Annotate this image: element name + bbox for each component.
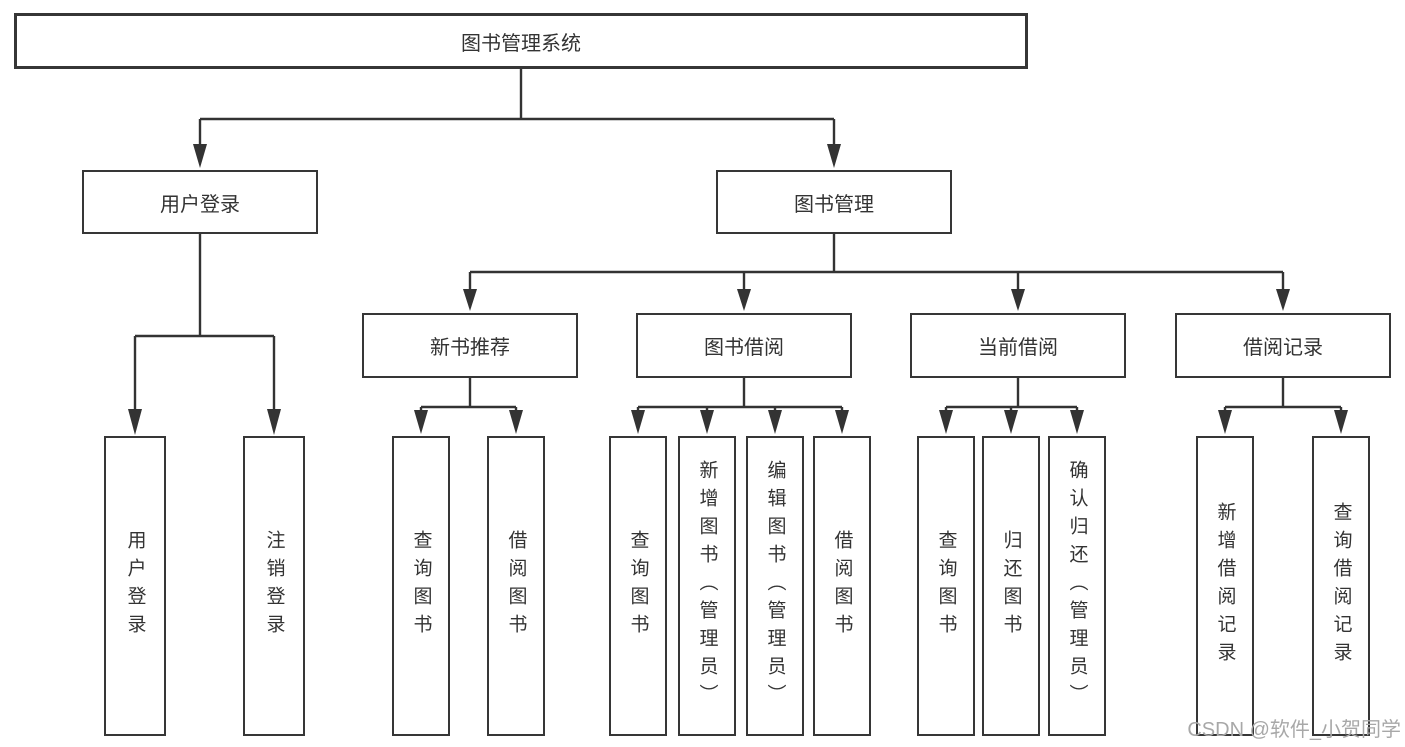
node-leaf-add-borrow-record: 新增借阅记录 bbox=[1196, 436, 1254, 736]
node-label: 查询图书 bbox=[627, 530, 649, 642]
node-label: 借阅记录 bbox=[1243, 337, 1323, 359]
node-leaf-confirm-return-admin: 确认归还（管理员） bbox=[1048, 436, 1106, 736]
node-label: 确认归还（管理员） bbox=[1066, 460, 1088, 712]
node-current-borrowing: 当前借阅 bbox=[910, 313, 1126, 378]
node-label: 新书推荐 bbox=[430, 337, 510, 359]
node-library-system: 图书管理系统 bbox=[14, 13, 1028, 69]
node-leaf-query-books-2: 查询图书 bbox=[609, 436, 667, 736]
node-leaf-user-login: 用户登录 bbox=[104, 436, 166, 736]
node-leaf-edit-books-admin: 编辑图书（管理员） bbox=[746, 436, 804, 736]
node-label: 查询图书 bbox=[410, 530, 432, 642]
node-label: 注销登录 bbox=[263, 530, 285, 642]
node-label: 借阅图书 bbox=[505, 530, 527, 642]
node-label: 新增借阅记录 bbox=[1214, 502, 1236, 670]
connector-currentborrow-to-children bbox=[944, 378, 1079, 412]
node-label: 用户登录 bbox=[160, 193, 240, 216]
node-label: 用户登录 bbox=[124, 530, 146, 642]
node-leaf-return-books: 归还图书 bbox=[982, 436, 1040, 736]
node-label: 借阅图书 bbox=[831, 530, 853, 642]
node-label: 当前借阅 bbox=[978, 337, 1058, 359]
connector-bookborrow-to-children bbox=[636, 378, 844, 412]
node-label: 图书管理 bbox=[794, 193, 874, 216]
arrowhead-icons bbox=[128, 144, 1348, 435]
node-leaf-borrow-books-2: 借阅图书 bbox=[813, 436, 871, 736]
node-label: 查询图书 bbox=[935, 530, 957, 642]
connector-userlogin-to-children bbox=[133, 234, 276, 411]
node-label: 编辑图书（管理员） bbox=[764, 460, 786, 712]
node-new-book-recommend: 新书推荐 bbox=[362, 313, 578, 378]
node-leaf-add-books-admin: 新增图书（管理员） bbox=[678, 436, 736, 736]
node-book-borrowing: 图书借阅 bbox=[636, 313, 852, 378]
node-book-management: 图书管理 bbox=[716, 170, 952, 234]
node-leaf-query-books-1: 查询图书 bbox=[392, 436, 450, 736]
node-label: 查询借阅记录 bbox=[1330, 502, 1352, 670]
node-borrowing-records: 借阅记录 bbox=[1175, 313, 1391, 378]
node-label: 图书借阅 bbox=[704, 337, 784, 359]
node-leaf-logout: 注销登录 bbox=[243, 436, 305, 736]
node-label: 图书管理系统 bbox=[461, 32, 581, 55]
node-label: 归还图书 bbox=[1000, 530, 1022, 642]
node-user-login: 用户登录 bbox=[82, 170, 318, 234]
node-leaf-query-borrow-record: 查询借阅记录 bbox=[1312, 436, 1370, 736]
connector-root-to-level2 bbox=[198, 69, 836, 146]
connector-borrowrecords-to-children bbox=[1223, 378, 1343, 412]
watermark: CSDN @软件_小贺同学 bbox=[1187, 719, 1401, 741]
connector-bookmgmt-to-level3 bbox=[468, 234, 1285, 291]
node-leaf-query-books-3: 查询图书 bbox=[917, 436, 975, 736]
connector-newbook-to-children bbox=[419, 378, 518, 412]
node-leaf-borrow-books-1: 借阅图书 bbox=[487, 436, 545, 736]
node-label: 新增图书（管理员） bbox=[696, 460, 718, 712]
